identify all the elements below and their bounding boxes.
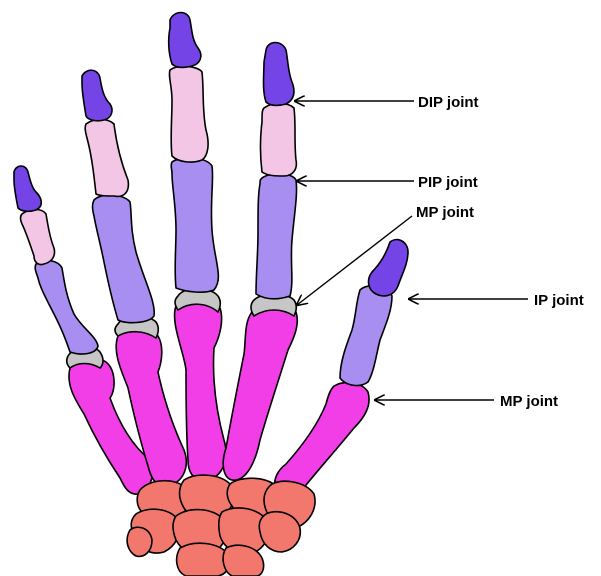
- proximal-phalanx-pinky: [35, 261, 98, 354]
- distal-phalanx-pinky: [14, 166, 41, 211]
- middle-phalanx-middle: [169, 66, 208, 162]
- metacarpals: [69, 299, 369, 497]
- carpals: [127, 475, 315, 576]
- proximal-phalanx-thumb: [340, 286, 392, 386]
- distal-phalanx-ring: [82, 70, 112, 121]
- distal-phalanx-index: [264, 43, 295, 106]
- label-mp-joint-fingers: MP joint: [416, 204, 474, 221]
- middle-phalanx-ring: [85, 120, 128, 197]
- label-dip-joint: DIP joint: [418, 94, 479, 111]
- label-pip-joint: PIP joint: [418, 174, 478, 191]
- distal-phalanx-middle: [169, 13, 201, 68]
- annotation-arrows: [295, 101, 528, 400]
- proximal-phalanx-middle: [171, 158, 218, 292]
- proximal-phalanx-index: [256, 174, 297, 299]
- carpal-bone: [259, 512, 300, 552]
- proximal-phalanx-ring: [93, 195, 155, 323]
- metacarpal-thumb: [275, 383, 369, 498]
- label-ip-joint: IP joint: [534, 292, 584, 309]
- middle-phalanges: [21, 66, 297, 264]
- label-mp-joint-thumb: MP joint: [500, 393, 558, 410]
- carpal-bone: [177, 543, 230, 576]
- metacarpal-index: [223, 308, 297, 481]
- distal-phalanx-thumb: [369, 240, 408, 296]
- middle-phalanx-index: [261, 104, 297, 177]
- carpal-bone: [127, 527, 152, 556]
- joint-labels: DIP joint PIP joint MP joint IP joint MP…: [416, 94, 584, 410]
- middle-phalanx-pinky: [21, 210, 55, 265]
